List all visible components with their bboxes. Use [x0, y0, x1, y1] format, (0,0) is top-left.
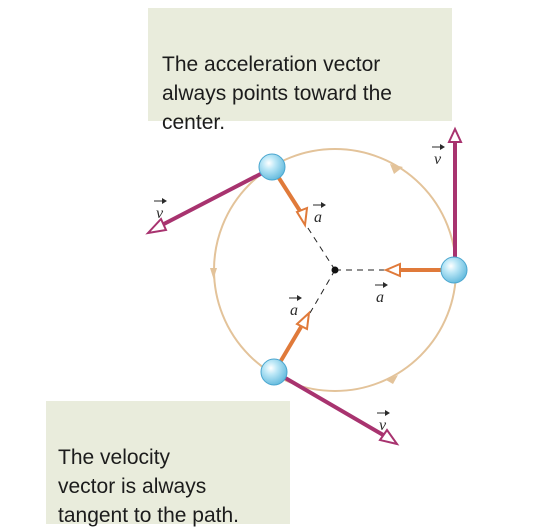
velocity-callout-text: The velocity vector is always tangent to… — [58, 446, 239, 527]
acceleration-callout: The acceleration vector always points to… — [148, 8, 452, 134]
ball — [440, 256, 468, 284]
acceleration-callout-text: The acceleration vector always points to… — [162, 53, 392, 134]
velocity-label: v — [432, 144, 445, 168]
radius-dashed-line — [309, 269, 336, 314]
acceleration-label: a — [313, 202, 326, 226]
acceleration-arrowhead — [295, 206, 309, 228]
velocity-label: v — [377, 410, 390, 434]
velocity-vector — [273, 370, 387, 438]
acceleration-label: a — [289, 295, 302, 319]
acceleration-label: a — [375, 282, 388, 306]
velocity-arrowhead — [145, 217, 168, 235]
ball — [260, 358, 288, 386]
velocity-arrowhead — [378, 428, 400, 446]
velocity-vector — [159, 166, 273, 228]
ball — [258, 153, 286, 181]
acceleration-vector — [275, 173, 302, 213]
acceleration-label-text: a — [314, 209, 322, 226]
acceleration-label-text: a — [290, 302, 298, 319]
path-direction-arrow — [390, 164, 403, 174]
velocity-label-text: v — [379, 417, 387, 434]
acceleration-label-text: a — [376, 289, 384, 306]
path-direction-arrow — [210, 268, 217, 279]
velocity-label: v — [154, 198, 167, 222]
acceleration-arrowhead — [295, 310, 311, 331]
center-point — [331, 266, 339, 274]
acceleration-vector — [277, 325, 303, 366]
radius-dashed-line — [305, 224, 336, 271]
path-direction-arrow — [386, 375, 398, 384]
acceleration-arrowhead — [383, 262, 401, 278]
velocity-label-text: v — [156, 205, 164, 222]
velocity-arrowhead — [447, 126, 463, 143]
velocity-label-text: v — [434, 151, 442, 168]
velocity-callout: The velocity vector is always tangent to… — [46, 401, 290, 527]
